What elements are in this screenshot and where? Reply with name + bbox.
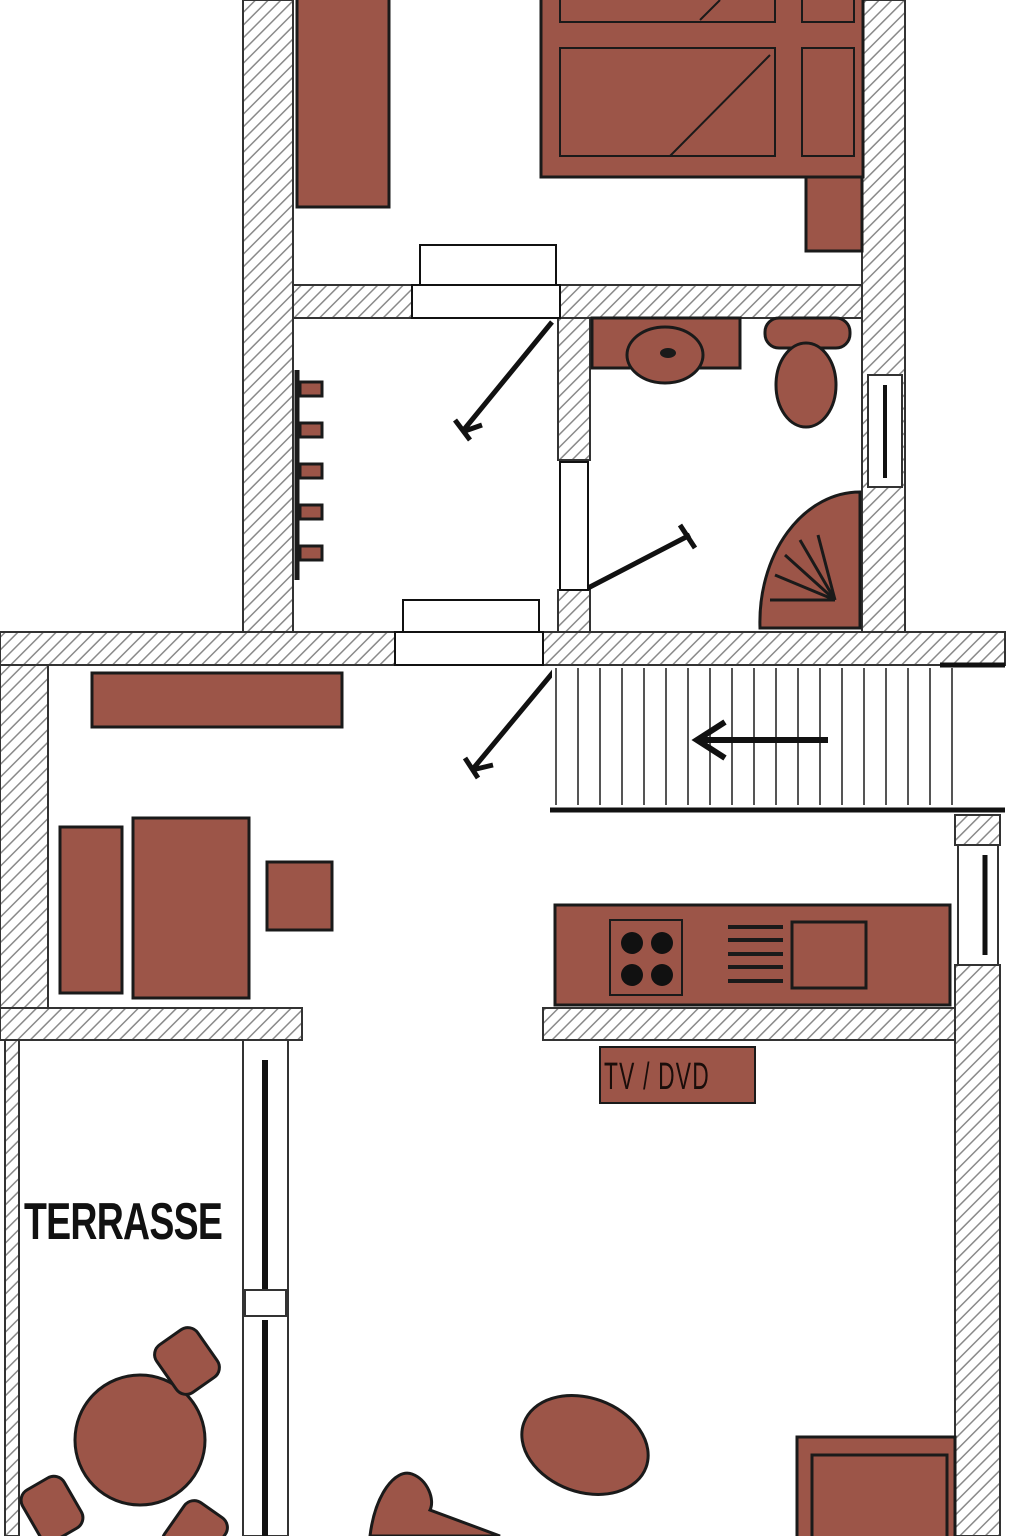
terrace-label: TERRASSE: [24, 1193, 223, 1251]
windows: [242, 374, 999, 1536]
drainboard: [728, 925, 783, 983]
wall-right-a: [954, 814, 1001, 846]
tv-dvd-cabinet: [599, 1046, 756, 1104]
cooktop-burners: [621, 932, 673, 986]
wall-middle-b: [539, 631, 1006, 666]
door-bath-leaf: [559, 461, 589, 591]
door-hall-leaf: [402, 599, 540, 633]
door-swing-arrow-1: [453, 320, 554, 442]
doors: [394, 244, 698, 780]
coffee-table: [520, 1394, 650, 1496]
sink: [790, 920, 868, 990]
wall-kitchen-bottom: [542, 1007, 956, 1041]
stairs: [550, 662, 1005, 813]
double-bed: [539, 0, 865, 179]
armchair: [368, 1471, 501, 1536]
door-swing-arrow-3: [462, 668, 557, 780]
terrace-table: [73, 1373, 207, 1507]
wardrobe: [295, 0, 391, 209]
wall-upper-right: [861, 0, 906, 641]
window-kitchen: [957, 844, 999, 966]
wall-terrace-left: [4, 1039, 20, 1536]
bench: [58, 825, 124, 995]
terrace-chair-2: [19, 1474, 85, 1536]
wall-lower-left: [0, 664, 49, 1011]
door-hall-frame: [394, 631, 544, 666]
wall-upper-mid-a: [292, 284, 416, 319]
toilet-bowl: [774, 341, 838, 429]
tv-dvd-label: TV / DVD: [604, 1056, 710, 1098]
sofa: [795, 1435, 957, 1536]
chair: [265, 860, 334, 932]
sideboard: [90, 671, 344, 729]
dining-table: [131, 816, 251, 1000]
door-bedroom-frame: [411, 284, 561, 319]
stairs-direction-arrow-icon: [691, 719, 828, 761]
wall-middle-a: [0, 631, 396, 666]
nightstand: [804, 175, 864, 253]
wall-right-b: [954, 964, 1001, 1536]
terrace-chair-3: [161, 1499, 229, 1536]
wall-hall-bath-b: [557, 589, 591, 633]
wall-upper-mid-b: [559, 284, 863, 319]
door-swing-arrow-2: [586, 523, 698, 591]
wall-hall-bath-a: [557, 317, 591, 461]
terrace-chair-1: [153, 1326, 221, 1396]
cooktop: [609, 919, 683, 996]
shower-drain-lines: [770, 534, 837, 602]
wall-terrace-top: [0, 1007, 303, 1041]
door-bedroom-leaf: [419, 244, 557, 286]
coat-rack: [294, 370, 324, 580]
wall-upper-left: [242, 0, 294, 641]
furniture: [19, 0, 957, 1536]
